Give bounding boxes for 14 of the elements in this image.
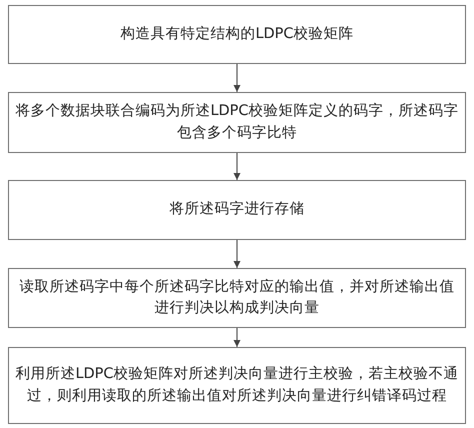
- arrow: [234, 64, 240, 92]
- process-box: [8, 268, 466, 328]
- step-text: 将所述码字进行存储: [170, 200, 304, 220]
- step-text: 将多个数据块联合编码为所述LDPC校验矩阵定义的码字，所述码字包含多个码字比特: [15, 102, 459, 142]
- process-box: [8, 180, 466, 240]
- process-box: [8, 92, 466, 153]
- step-text: 构造具有特定结构的LDPC校验矩阵: [120, 24, 354, 44]
- process-box: [8, 347, 466, 424]
- arrow: [234, 328, 240, 348]
- arrow: [234, 152, 240, 180]
- step-text: 利用所述LDPC校验矩阵对所述判决向量进行主校验，若主校验不通过，则利用读取的所述输出值对所述判决向量进行纠错译码过程: [15, 364, 459, 406]
- arrow: [234, 240, 240, 268]
- step-text: 读取所述码字中每个所述码字比特对应的输出值，并对所述输出值进行判决以构成判决向量: [18, 278, 456, 318]
- process-box: [8, 5, 466, 64]
